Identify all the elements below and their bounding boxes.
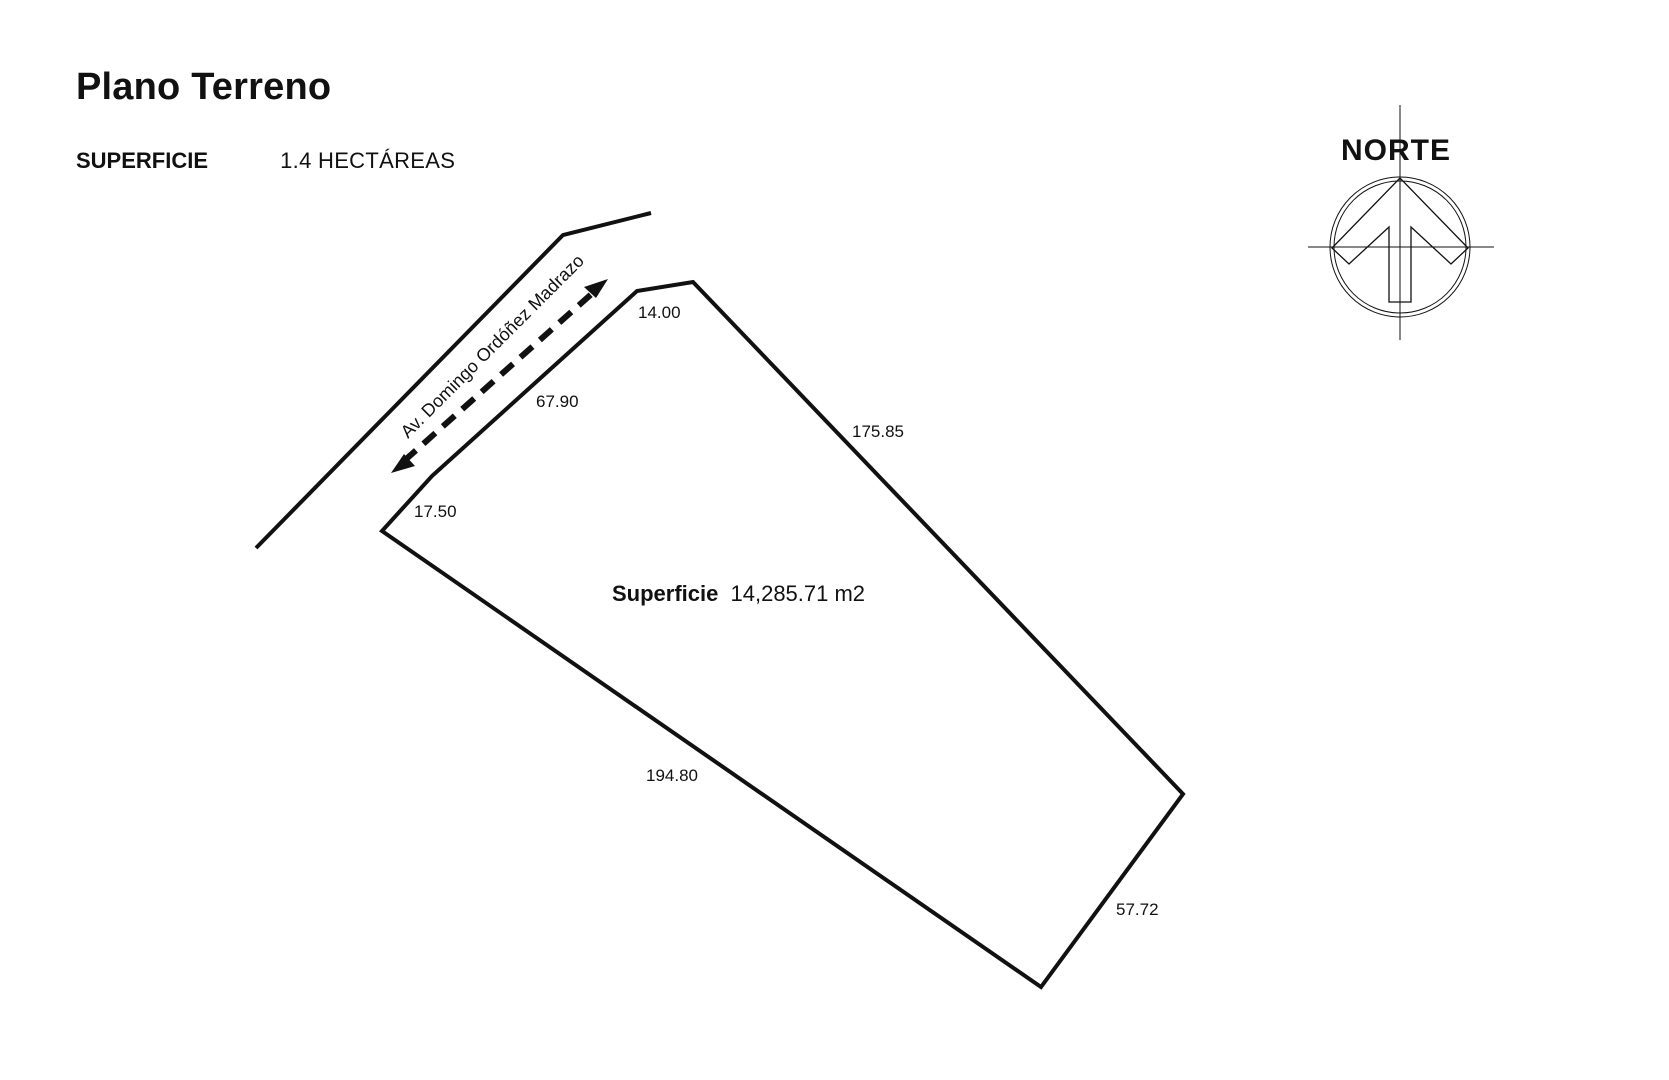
area-label: SUPERFICIE bbox=[76, 148, 209, 173]
dimension-bottom-right-edge: 57.72 bbox=[1116, 900, 1159, 919]
dimension-right-edge: 175.85 bbox=[852, 422, 904, 441]
lot-surface-label: Superficie 14,285.71 m2 bbox=[612, 581, 865, 606]
area-summary: SUPERFICIE 1.4 HECTÁREAS bbox=[76, 148, 455, 174]
street-edge-line bbox=[254, 211, 652, 550]
dimension-lower-left-edge: 17.50 bbox=[414, 502, 457, 521]
area-value: 1.4 HECTÁREAS bbox=[280, 148, 456, 173]
street-direction-arrow bbox=[391, 279, 608, 473]
compass-label: NORTE bbox=[1341, 134, 1451, 167]
lot-surface-value: 14,285.71 m2 bbox=[731, 581, 866, 606]
dimension-top-edge: 14.00 bbox=[638, 303, 681, 322]
north-arrow-icon: NORTE bbox=[1308, 105, 1494, 340]
arrowhead-down-icon bbox=[391, 454, 415, 473]
lot-surface-title: Superficie bbox=[612, 581, 718, 606]
arrowhead-up-icon bbox=[584, 279, 608, 298]
dimension-upper-left-edge: 67.90 bbox=[536, 392, 579, 411]
page-title: Plano Terreno bbox=[76, 66, 332, 108]
lot-boundary bbox=[378, 279, 1186, 990]
street-name-label: Av. Domingo Ordóñez Madrazo bbox=[397, 251, 588, 442]
dimension-bottom-edge: 194.80 bbox=[646, 766, 698, 785]
